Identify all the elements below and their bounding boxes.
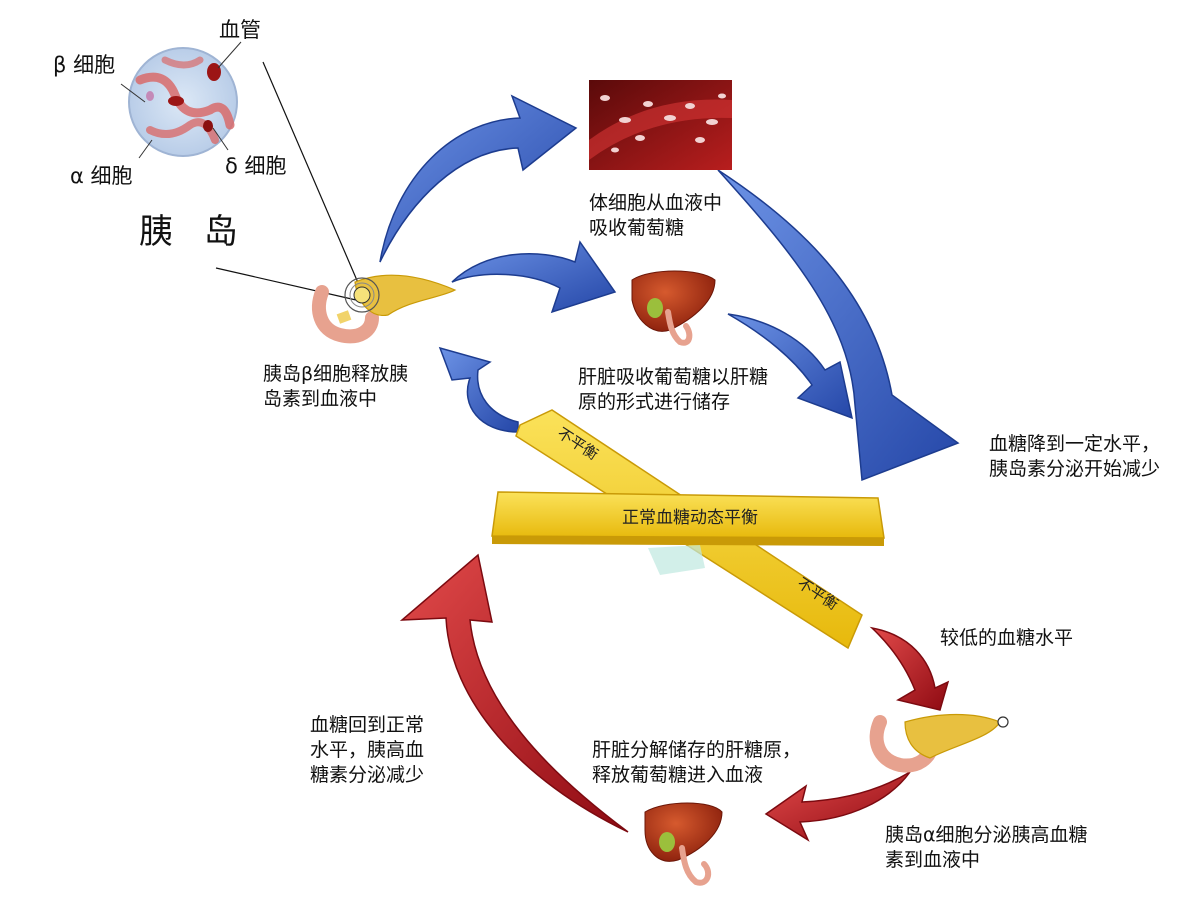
- red-arrow-to-liver: [764, 771, 911, 842]
- step-glucose-drop: 血糖降到一定水平， 胰岛素分泌开始减少: [989, 433, 1161, 480]
- step-liver-release: 肝脏分解储存的肝糖原， 释放葡萄糖进入血液: [592, 739, 802, 786]
- step-low-glucose: 较低的血糖水平: [940, 627, 1074, 649]
- red-arrow-to-pancreas: [869, 626, 950, 711]
- balance-bar-label: 正常血糖动态平衡: [622, 508, 758, 528]
- step-beta-release: 胰岛β细胞释放胰 岛素到血液中: [263, 363, 409, 410]
- red-arrow-to-balance: [399, 553, 629, 833]
- islet-cell-illustration: [128, 47, 238, 157]
- delta-cell-label: δ 细胞: [225, 154, 287, 178]
- balance-bar: [491, 491, 885, 546]
- liver-bottom: [644, 802, 723, 886]
- shadow-shape: [648, 545, 705, 575]
- vessel-label: 血管: [219, 18, 261, 42]
- blue-arrow-to-liver: [451, 240, 617, 314]
- blue-arrow-to-blood: [379, 94, 578, 263]
- blood-vessel-image: [589, 80, 732, 170]
- pancreas-leader-lines: [215, 61, 363, 301]
- step-cells-absorb: 体细胞从血液中 吸收葡萄糖: [589, 192, 723, 239]
- liver-middle: [631, 270, 716, 346]
- alpha-cell-label: α 细胞: [70, 164, 133, 188]
- step-liver-store: 肝脏吸收葡萄糖以肝糖 原的形式进行储存: [578, 366, 769, 413]
- cell-leader-lines: [120, 41, 242, 159]
- pancreas-bottom: [869, 713, 1009, 773]
- islet-title: 胰 岛: [139, 212, 248, 252]
- blue-arrow-from-liver: [727, 313, 854, 420]
- step-alpha-secrete: 胰岛α细胞分泌胰高血糖 素到血液中: [885, 824, 1088, 871]
- beta-cell-label: β 细胞: [53, 53, 116, 77]
- step-glucose-return: 血糖回到正常 水平，胰高血 糖素分泌减少: [310, 714, 425, 786]
- pancreas-top: [312, 274, 457, 344]
- blue-arrow-to-pancreas: [438, 346, 519, 433]
- blue-arrow-from-blood: [717, 169, 960, 482]
